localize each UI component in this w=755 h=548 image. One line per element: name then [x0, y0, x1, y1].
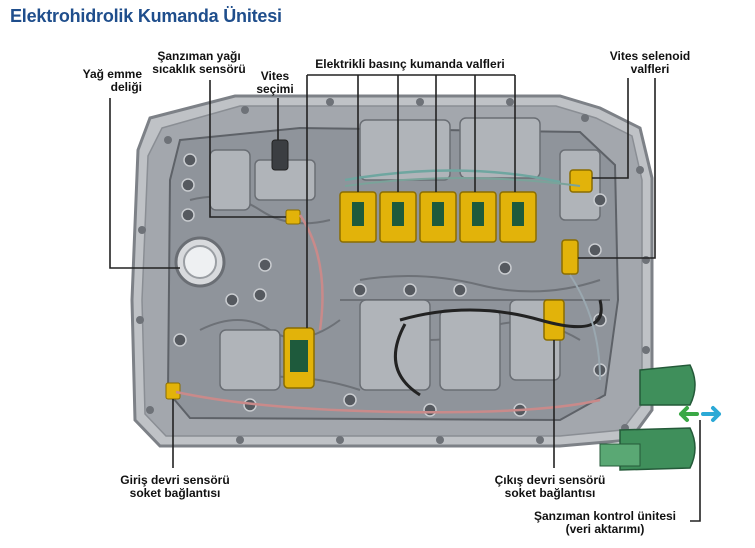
- data-transfer-arrows: [679, 406, 721, 422]
- label-output-speed-line1: Çıkış devri sensörü: [494, 473, 606, 487]
- leader-lines: [109, 74, 701, 522]
- mid-solenoid: [283, 327, 315, 389]
- label-output-speed-sensor: Çıkış devri sensörü soket bağlantısı: [480, 474, 620, 500]
- label-gear-selection-line1: Vites: [260, 69, 290, 83]
- label-gear-solenoids-line1: Vites selenoid: [609, 49, 691, 63]
- label-oil-suction-hole: Yağ emme deliği: [62, 68, 142, 94]
- label-output-speed-line2: soket bağlantısı: [504, 486, 596, 500]
- valve-body-bolts: [173, 153, 607, 417]
- label-oil-temp-line2: sıcaklık sensörü: [152, 62, 246, 76]
- label-input-speed-line1: Giriş devri sensörü: [120, 473, 230, 487]
- label-oil-suction-line2: deliği: [110, 80, 142, 94]
- label-gear-selection: Vites seçimi: [250, 70, 300, 96]
- label-input-speed-line2: soket bağlantısı: [129, 486, 221, 500]
- oil-suction-hole: [174, 236, 226, 288]
- label-tcu: Şanzıman kontrol ünitesi (veri aktarımı): [525, 510, 685, 536]
- input-speed-sensor: [165, 382, 181, 400]
- label-tcu-line2: (veri aktarımı): [565, 522, 645, 536]
- label-input-speed-sensor: Giriş devri sensörü soket bağlantısı: [110, 474, 240, 500]
- page-title: Elektrohidrolik Kumanda Ünitesi: [10, 6, 282, 26]
- label-pressure-valves: Elektrikli basınç kumanda valfleri: [300, 58, 520, 71]
- oil-temp-sensor: [285, 209, 301, 225]
- label-pressure-valves-line1: Elektrikli basınç kumanda valfleri: [315, 57, 505, 71]
- wiring-harness: [175, 169, 603, 414]
- label-gear-selection-line2: seçimi: [256, 82, 294, 96]
- pressure-control-valves: [339, 191, 537, 243]
- gear-solenoid-valves: [561, 169, 593, 275]
- label-oil-suction-line1: Yağ emme: [82, 67, 142, 81]
- label-tcu-line1: Şanzıman kontrol ünitesi: [533, 509, 677, 523]
- label-gear-solenoids-line2: valfleri: [630, 62, 670, 76]
- label-oil-temp-sensor: Şanzıman yağı sıcaklık sensörü: [138, 50, 260, 76]
- output-speed-sensor: [543, 299, 565, 341]
- gear-selection-valve: [271, 139, 289, 171]
- tcu-connectors: [599, 364, 696, 471]
- gasket-bolts: [136, 98, 650, 444]
- label-gear-solenoids: Vites selenoid valfleri: [600, 50, 700, 76]
- label-oil-temp-line1: Şanzıman yağı: [157, 49, 241, 63]
